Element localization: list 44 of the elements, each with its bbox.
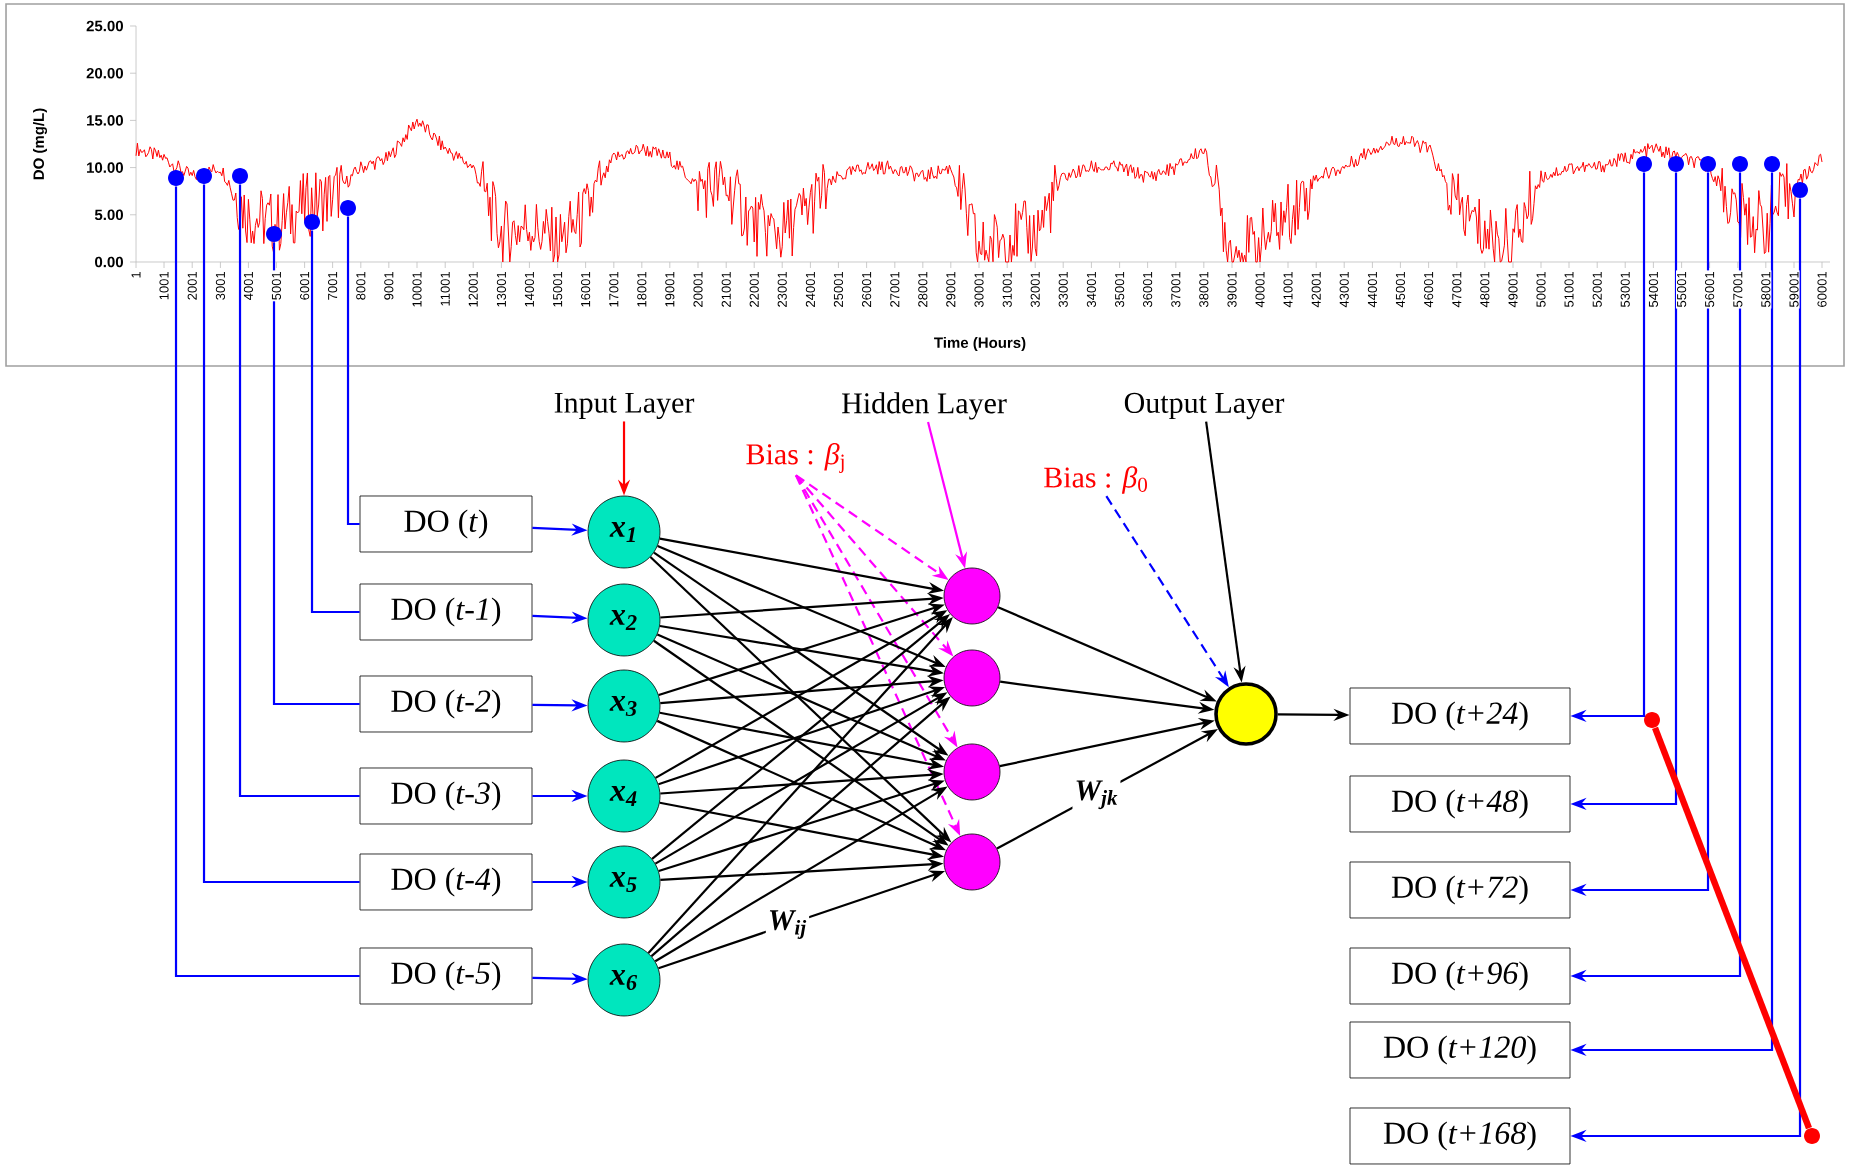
edge-label: W$_{ij}$ xyxy=(765,908,810,941)
hidden-neuron xyxy=(943,567,1001,625)
data-point xyxy=(1636,156,1652,172)
junction-dot xyxy=(1644,712,1660,728)
input-neuron: x$_{4}$ xyxy=(587,759,661,833)
data-point xyxy=(1792,182,1808,198)
output-box: DO (t+24) xyxy=(1349,687,1571,745)
hidden-neuron xyxy=(943,649,1001,707)
data-point xyxy=(1668,156,1684,172)
data-point xyxy=(1764,156,1780,172)
input-box: DO (t) xyxy=(359,495,533,553)
input-box: DO (t-5) xyxy=(359,947,533,1005)
layer-title: Hidden Layer xyxy=(842,392,1007,420)
bias-label: Bias : β$_{0}$ xyxy=(1044,466,1147,494)
output-box: DO (t+96) xyxy=(1349,947,1571,1005)
bias-label: Bias : β$_{j}$ xyxy=(746,443,844,473)
layer-title: Input Layer xyxy=(554,392,695,420)
input-box: DO (t-2) xyxy=(359,675,533,733)
junction-dot xyxy=(1804,1128,1820,1144)
input-box: DO (t-1) xyxy=(359,583,533,641)
output-box: DO (t+120) xyxy=(1349,1021,1571,1079)
edge-label: W$_{jk}$ xyxy=(1072,778,1121,812)
input-neuron: x$_{1}$ xyxy=(587,495,661,569)
data-point xyxy=(1700,156,1716,172)
data-point xyxy=(266,226,282,242)
data-point xyxy=(340,200,356,216)
layer-title: Output Layer xyxy=(1124,392,1285,420)
output-neuron xyxy=(1214,682,1278,746)
data-point xyxy=(232,168,248,184)
output-box: DO (t+72) xyxy=(1349,861,1571,919)
hidden-neuron xyxy=(943,743,1001,801)
hidden-neuron xyxy=(943,833,1001,891)
data-point xyxy=(304,214,320,230)
input-box: DO (t-4) xyxy=(359,853,533,911)
input-neuron: x$_{5}$ xyxy=(587,845,661,919)
output-box: DO (t+48) xyxy=(1349,775,1571,833)
input-neuron: x$_{6}$ xyxy=(587,943,661,1017)
output-box: DO (t+168) xyxy=(1349,1107,1571,1165)
data-point xyxy=(1732,156,1748,172)
data-point xyxy=(196,168,212,184)
input-box: DO (t-3) xyxy=(359,767,533,825)
input-neuron: x$_{2}$ xyxy=(587,583,661,657)
data-point xyxy=(168,170,184,186)
input-neuron: x$_{3}$ xyxy=(587,669,661,743)
